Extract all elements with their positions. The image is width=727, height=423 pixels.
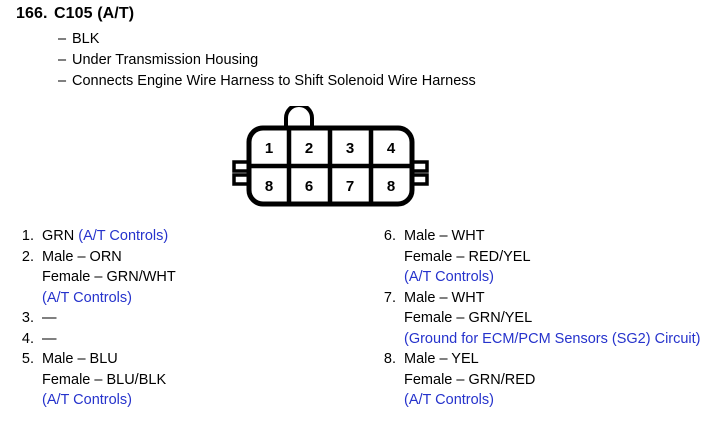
pin-cell-1: 1 bbox=[265, 140, 273, 157]
pin-wire-line: Male – YEL bbox=[404, 349, 535, 370]
detail-text: Under Transmission Housing bbox=[72, 52, 259, 68]
detail-line-location: –Under Transmission Housing bbox=[58, 52, 258, 68]
pin-circuit-note: (A/T Controls) bbox=[404, 392, 494, 408]
pin-number: 5. bbox=[21, 351, 34, 367]
pin-circuit-note: (Ground for ECM/PCM Sensors (SG2) Circui… bbox=[404, 330, 701, 347]
pin-wire-line: Female – GRN/YEL bbox=[404, 308, 701, 329]
page-title: 166. C105 (A/T) bbox=[16, 5, 134, 23]
detail-text: Connects Engine Wire Harness to Shift So… bbox=[72, 73, 476, 89]
pin-wire-text: Male – YEL bbox=[404, 351, 479, 367]
pin-wire-text: Female – GRN/YEL bbox=[404, 310, 533, 326]
pin-entry: 7. Male – WHT Female – GRN/YEL (Ground for … bbox=[378, 288, 723, 350]
detail-line-connects: –Connects Engine Wire Harness to Shift S… bbox=[58, 73, 476, 89]
detail-text: BLK bbox=[72, 31, 100, 47]
pin-number: 2. bbox=[21, 248, 34, 265]
pin-wire-text: Female – RED/YEL bbox=[404, 248, 531, 265]
pin-wire-text: Male – ORN bbox=[42, 248, 122, 265]
pin-wire-text: Female – GRN/RED bbox=[404, 371, 536, 388]
pin-circuit-note: (A/T Controls) bbox=[404, 269, 494, 285]
pin-wire-line: Female – GRN/RED bbox=[404, 370, 535, 391]
pin-wire-text: Female – BLU/BLK bbox=[42, 371, 167, 388]
entry-number: 166. bbox=[16, 5, 48, 22]
pin-cell-4: 4 bbox=[387, 140, 396, 157]
pin-list-left: 1. GRN (A/T Controls) 2. Male – ORN Female –… bbox=[16, 226, 356, 411]
pin-circuit-note: (A/T Controls) bbox=[42, 392, 132, 408]
pin-number: 6. bbox=[383, 228, 396, 244]
pin-cell-7: 7 bbox=[346, 178, 354, 195]
pin-circuit-note: (A/T Controls) bbox=[78, 228, 169, 244]
connector-title: C105 (A/T) bbox=[54, 5, 135, 22]
pin-entry: 5. Male – BLU Female – BLU/BLK (A/T Control… bbox=[16, 349, 356, 411]
bullet-dash: – bbox=[58, 31, 67, 47]
bullet-dash: – bbox=[58, 52, 67, 68]
pin-entry: 3. — bbox=[16, 308, 356, 329]
pin-wire-text: — bbox=[42, 330, 57, 347]
pin-list-right: 6. Male – WHT Female – RED/YEL (A/T Control… bbox=[378, 226, 723, 411]
bullet-dash: – bbox=[58, 73, 67, 89]
pin-wire-line: Female – RED/YEL bbox=[404, 247, 531, 268]
pin-wire-line: — bbox=[42, 329, 57, 350]
pin-wire-line: Female – GRN/WHT bbox=[42, 267, 176, 288]
pin-wire-text: Male – WHT bbox=[404, 289, 485, 306]
pin-wire-text: GRN bbox=[42, 228, 79, 244]
pin-wire-line: Male – WHT bbox=[404, 226, 531, 247]
pin-wire-line: Male – BLU bbox=[42, 349, 166, 370]
pin-wire-text: — bbox=[42, 310, 57, 326]
pin-wire-text: Male – WHT bbox=[404, 228, 485, 244]
connector-diagram: 1 2 3 4 8 6 7 8 bbox=[228, 106, 433, 208]
top-locking-tab bbox=[284, 106, 314, 130]
pin-cell-8: 8 bbox=[387, 178, 395, 195]
pin-circuit-note: (A/T Controls) bbox=[42, 289, 132, 306]
pin-number: 7. bbox=[383, 289, 396, 306]
pin-wire-line: GRN (A/T Controls) bbox=[42, 226, 168, 247]
pin-number: 3. bbox=[21, 310, 34, 326]
pin-cell-3: 3 bbox=[346, 140, 354, 157]
pin-wire-line: Male – ORN bbox=[42, 247, 176, 268]
pin-number: 1. bbox=[21, 228, 34, 244]
pin-number: 4. bbox=[21, 330, 34, 347]
pin-number: 8. bbox=[383, 351, 396, 367]
pin-wire-line: Female – BLU/BLK bbox=[42, 370, 166, 391]
pin-entry: 8. Male – YEL Female – GRN/RED (A/T Control… bbox=[378, 349, 723, 411]
pin-entry: 4. — bbox=[16, 329, 356, 350]
pin-cell-2: 2 bbox=[305, 140, 313, 157]
detail-line-color: –BLK bbox=[58, 31, 99, 47]
pin-cell-6: 6 bbox=[305, 178, 313, 195]
pin-wire-text: Female – GRN/WHT bbox=[42, 269, 176, 285]
pin-cell-5: 8 bbox=[265, 178, 273, 195]
pin-entry: 1. GRN (A/T Controls) bbox=[16, 226, 356, 247]
pin-wire-line: Male – WHT bbox=[404, 288, 701, 309]
pin-entry: 6. Male – WHT Female – RED/YEL (A/T Control… bbox=[378, 226, 723, 288]
pin-entry: 2. Male – ORN Female – GRN/WHT (A/T Control… bbox=[16, 247, 356, 309]
pin-wire-text: Male – BLU bbox=[42, 351, 118, 367]
pin-wire-line: — bbox=[42, 308, 57, 329]
